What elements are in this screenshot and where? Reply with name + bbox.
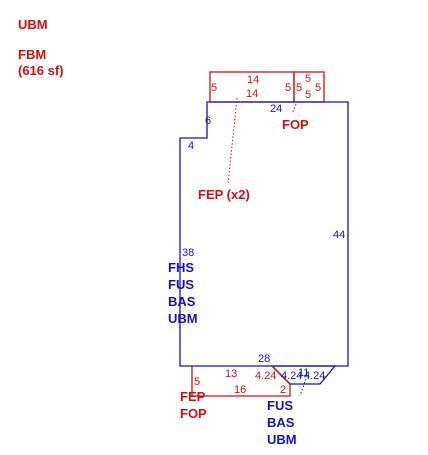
label-bas-left: BAS <box>168 294 196 309</box>
dim-top-5-left: 5 <box>211 82 217 94</box>
label-fop-top: FOP <box>282 117 309 132</box>
legend-area: (616 sf) <box>18 63 64 78</box>
dim-bottom-11: 11 <box>298 367 309 379</box>
fus-leader-line <box>299 378 307 397</box>
dim-top-5-bottom: 5 <box>305 89 311 101</box>
label-fus-left: FUS <box>168 277 194 292</box>
dim-main-step-4: 4 <box>188 140 194 152</box>
dim-main-bottom-28: 28 <box>258 353 270 365</box>
dim-main-step-6: 6 <box>205 115 211 127</box>
dim-top-5-mid2: 5 <box>296 82 302 94</box>
label-ubm-left: UBM <box>168 311 198 326</box>
legend-ubm: UBM <box>18 17 48 32</box>
dim-bottom-5: 5 <box>194 376 200 388</box>
label-fop-bottom: FOP <box>180 406 207 421</box>
label-fep-bottom: FEP <box>180 389 206 404</box>
dim-top-14a: 14 <box>247 74 259 86</box>
dim-top-5-mid: 5 <box>285 82 291 94</box>
dim-bottom-13: 13 <box>225 368 237 380</box>
label-fep-x2: FEP (x2) <box>198 187 250 202</box>
dim-bottom-16: 16 <box>234 384 246 396</box>
dim-main-left-38: 38 <box>182 247 194 259</box>
label-fhs: FHS <box>168 260 194 275</box>
dim-top-14b: 14 <box>246 88 258 100</box>
bottom-porch-diagonal <box>271 365 291 385</box>
main-house-outline <box>179 101 349 367</box>
dim-bottom-424-a: 4.24 <box>255 370 276 382</box>
fep-leader-line <box>227 97 238 185</box>
label-ubm-right: UBM <box>267 432 297 447</box>
label-fus-right: FUS <box>267 398 293 413</box>
dim-top-5-top: 5 <box>305 73 311 85</box>
dim-bottom-2: 2 <box>280 384 286 396</box>
dim-top-5-right: 5 <box>315 82 321 94</box>
fop-leader-line <box>291 103 297 115</box>
dim-main-top-24: 24 <box>270 103 282 115</box>
dim-bottom-424-b: 4.24 <box>281 370 302 382</box>
legend-fbm: FBM <box>18 47 46 62</box>
dim-main-right-44: 44 <box>333 229 345 241</box>
label-bas-right: BAS <box>267 415 295 430</box>
dim-bottom-424-c: 4.24 <box>304 370 325 382</box>
